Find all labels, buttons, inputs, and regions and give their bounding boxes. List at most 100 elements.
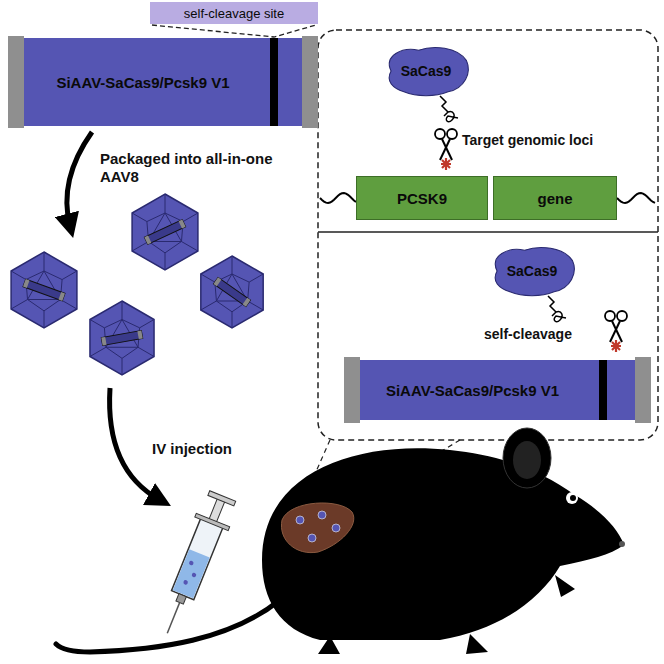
capsid-edge: [122, 301, 123, 320]
cleavage-stripe: [599, 360, 607, 420]
scissors-blade: [440, 139, 450, 160]
capsid-edge: [232, 312, 233, 328]
aav-capsid: [201, 256, 263, 328]
capsid-edge: [140, 320, 154, 328]
capsid-edge: [122, 347, 138, 358]
mouse-pupil: [570, 495, 576, 501]
guide-rna: [548, 296, 566, 322]
capsid-edge: [147, 213, 165, 222]
scissors-loop: [435, 129, 445, 139]
dna-strand: [617, 193, 655, 203]
gene-box: PCSK9: [356, 176, 488, 220]
capsid-edge: [62, 271, 77, 280]
vector-bar: SiAAV-SaCas9/Pcsk9 V1: [360, 360, 635, 420]
syringe-thumb: [208, 491, 236, 506]
protein-blob: SaCas9: [486, 245, 578, 297]
genome-itr: [213, 277, 221, 286]
flow-arrow: [67, 132, 92, 226]
capsid-edge: [165, 253, 166, 270]
leader-bracket: [152, 25, 316, 37]
capsid-genome: [144, 220, 185, 245]
scissors-loop: [617, 311, 627, 321]
itr-cap: [8, 36, 24, 128]
liver-aav: [296, 516, 304, 524]
capsid-edge: [249, 274, 263, 282]
capsid-edge: [181, 242, 197, 252]
capsid-genome: [213, 277, 250, 306]
genome-itr: [137, 331, 142, 340]
capsid-edge: [216, 301, 232, 312]
cleavage-stripe: [270, 38, 278, 126]
liver: [281, 503, 353, 553]
capsid-edge: [132, 242, 148, 252]
syringe-particle: [191, 572, 197, 578]
capsid-edge: [138, 347, 154, 356]
mouse: [56, 428, 625, 654]
liver-aav: [332, 524, 340, 532]
itr-cap: [344, 357, 360, 423]
capsid-edge: [104, 320, 122, 328]
capsid-edge: [232, 274, 249, 282]
capsid-edge: [44, 252, 45, 271]
genome-bar: [101, 331, 142, 346]
capsid-edge: [11, 300, 27, 310]
callout-label: Target genomic loci: [462, 132, 593, 149]
cut-mark: [611, 340, 621, 352]
node-text: gene: [537, 190, 572, 207]
dna-strand: [320, 193, 356, 203]
node-text: self-cleavage site: [184, 6, 284, 21]
liver-aav: [308, 534, 316, 542]
scissors: [605, 311, 627, 352]
genome-bar: [23, 279, 65, 301]
scissors-blade: [442, 139, 452, 160]
step-label: IV injection: [152, 440, 232, 458]
aav-capsid: [90, 301, 154, 375]
guide-rna: [440, 96, 458, 122]
capsid-edge: [132, 213, 147, 222]
capsid-shell: [90, 301, 154, 375]
genome-itr: [101, 337, 106, 346]
syringe-particle: [183, 580, 189, 586]
gene-box: gene: [493, 176, 617, 220]
genome-itr: [179, 220, 186, 229]
protein-blob: SaCas9: [380, 45, 472, 97]
capsid-edge: [44, 271, 62, 280]
blob-outline: [389, 48, 468, 96]
zoom-box: [318, 30, 658, 440]
syringe: [151, 489, 240, 640]
node-text: SaCas9: [507, 263, 558, 279]
capsid-shell: [11, 252, 77, 328]
capsid-shell: [132, 194, 198, 270]
mouse-feet: [318, 575, 575, 654]
capsid-genome: [101, 331, 142, 346]
scissors-loop: [447, 129, 457, 139]
capsid-edge: [44, 311, 45, 328]
capsid-edge: [248, 301, 264, 310]
capsid-edge: [44, 300, 60, 311]
capsid-edge: [106, 347, 122, 358]
mouse-nose: [619, 541, 625, 547]
syringe-particle: [188, 560, 194, 566]
step-label: Packaged into all-in-one AAV8: [100, 150, 275, 186]
genome-itr: [23, 279, 29, 288]
genome-itr: [243, 298, 251, 307]
capsid-edge: [26, 271, 44, 280]
aav-capsid: [132, 194, 198, 270]
node-text: SaCas9: [401, 63, 452, 79]
syringe-barrel: [172, 517, 224, 600]
capsid-edge: [183, 213, 198, 222]
mouse-ear: [503, 428, 551, 488]
blob-outline: [495, 248, 574, 296]
liver-aav: [318, 511, 326, 519]
scissors-blade: [610, 321, 620, 342]
capsid-edge: [90, 320, 104, 328]
itr-cap: [302, 36, 318, 128]
capsid-edge: [90, 347, 106, 356]
mouse-ear-inner: [513, 441, 541, 479]
syringe-needle: [167, 603, 179, 634]
syringe-liquid: [173, 549, 210, 598]
capsid-edge: [60, 300, 76, 310]
aav-capsid: [11, 252, 77, 328]
capsid-edge: [122, 358, 123, 375]
